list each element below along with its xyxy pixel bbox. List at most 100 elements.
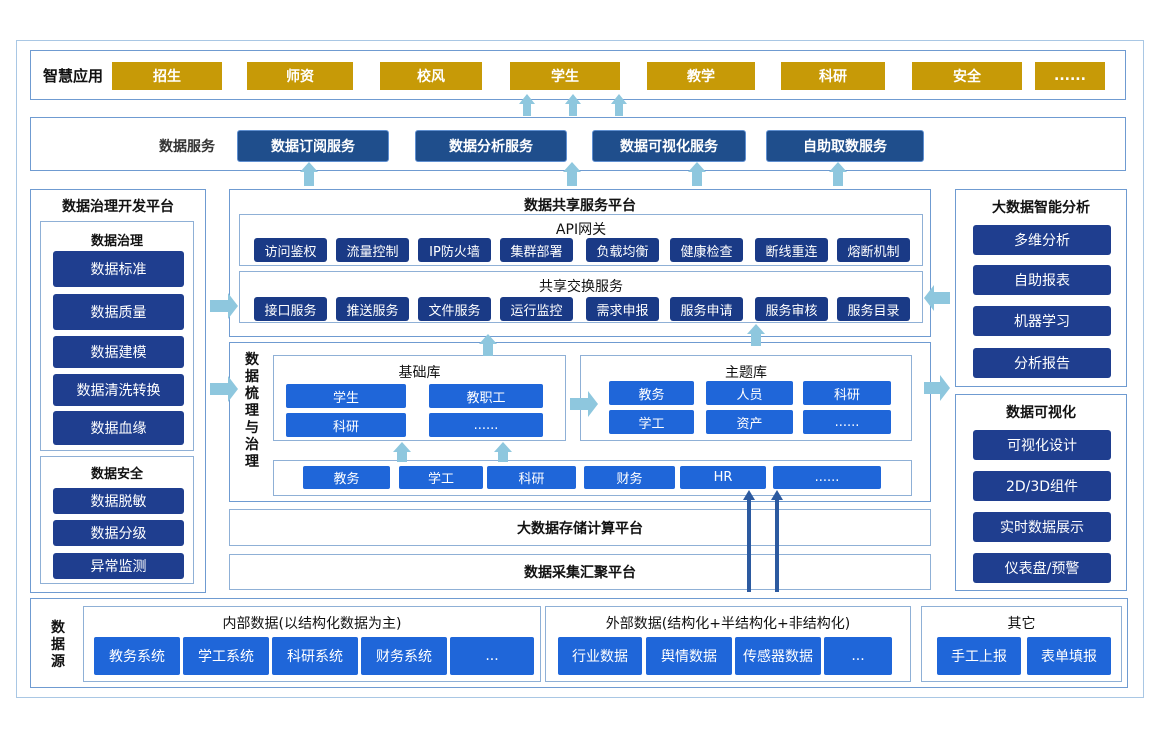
sharing-platform-title: 数据共享服务平台 bbox=[524, 198, 636, 214]
security-title: 数据安全 bbox=[90, 467, 143, 482]
other-data-item[interactable]: 表单填报 bbox=[1027, 637, 1111, 675]
visualization-item[interactable]: 仪表盘/预警 bbox=[973, 553, 1111, 583]
data-services-title: 数据服务 bbox=[159, 139, 215, 155]
smart-app-item[interactable]: ...... bbox=[1035, 62, 1105, 90]
governance-item[interactable]: 数据建模 bbox=[53, 336, 184, 368]
analysis-item[interactable]: 机器学习 bbox=[973, 306, 1111, 336]
data-services-panel: 数据服务 bbox=[30, 117, 1126, 171]
bigdata-analysis-title: 大数据智能分析 bbox=[992, 200, 1090, 216]
visualization-title: 数据可视化 bbox=[1006, 405, 1076, 421]
exchange-item[interactable]: 接口服务 bbox=[254, 297, 327, 321]
governance-item[interactable]: 数据清洗转换 bbox=[53, 374, 184, 406]
internal-data-item[interactable]: 学工系统 bbox=[183, 637, 269, 675]
smart-app-item[interactable]: 科研 bbox=[781, 62, 885, 90]
exchange-item[interactable]: 需求申报 bbox=[586, 297, 659, 321]
collection-platform-bar: 数据采集汇聚平台 bbox=[229, 554, 931, 590]
sorting-title-char: 梳 bbox=[245, 386, 259, 402]
visualization-item[interactable]: 实时数据展示 bbox=[973, 512, 1111, 542]
api-gateway-item[interactable]: 断线重连 bbox=[755, 238, 828, 262]
base-lib-item[interactable]: 学生 bbox=[286, 384, 406, 408]
topic-lib-item[interactable]: 教务 bbox=[609, 381, 694, 405]
governance-title: 数据治理 bbox=[90, 234, 143, 249]
exchange-item[interactable]: 推送服务 bbox=[336, 297, 409, 321]
analysis-item[interactable]: 自助报表 bbox=[973, 265, 1111, 295]
api-gateway-item[interactable]: 熔断机制 bbox=[837, 238, 910, 262]
data-service-item[interactable]: 自助取数服务 bbox=[766, 130, 924, 162]
data-sources-title: 数 据 源 bbox=[48, 620, 68, 671]
topic-lib-item[interactable]: 学工 bbox=[609, 410, 694, 434]
base-lib-item[interactable]: 教职工 bbox=[429, 384, 543, 408]
governance-item[interactable]: 数据血缘 bbox=[53, 411, 184, 445]
other-data-item[interactable]: 手工上报 bbox=[937, 637, 1021, 675]
base-lib-item[interactable]: 科研 bbox=[286, 413, 406, 437]
api-gateway-item[interactable]: 负载均衡 bbox=[586, 238, 659, 262]
sorting-title-char: 治 bbox=[245, 437, 259, 453]
data-service-item[interactable]: 数据分析服务 bbox=[415, 130, 567, 162]
sources-row-item[interactable]: 科研 bbox=[487, 466, 576, 489]
sources-row-item[interactable]: ...... bbox=[773, 466, 881, 489]
topic-lib-item[interactable]: 人员 bbox=[706, 381, 793, 405]
sources-row-item[interactable]: 学工 bbox=[399, 466, 483, 489]
outer-frame bbox=[16, 40, 1144, 698]
exchange-item[interactable]: 运行监控 bbox=[500, 297, 573, 321]
exchange-item[interactable]: 服务审核 bbox=[755, 297, 828, 321]
visualization-item[interactable]: 2D/3D组件 bbox=[973, 471, 1111, 501]
security-item[interactable]: 异常监测 bbox=[53, 553, 184, 579]
exchange-item[interactable]: 服务目录 bbox=[837, 297, 910, 321]
external-data-title: 外部数据(结构化+半结构化+非结构化) bbox=[605, 616, 851, 632]
external-data-item[interactable]: 舆情数据 bbox=[646, 637, 732, 675]
internal-data-item[interactable]: 财务系统 bbox=[361, 637, 447, 675]
topic-lib-item[interactable]: ...... bbox=[803, 410, 891, 434]
api-gateway-title: API网关 bbox=[555, 222, 607, 238]
exchange-item[interactable]: 文件服务 bbox=[418, 297, 491, 321]
external-data-item[interactable]: 传感器数据 bbox=[735, 637, 821, 675]
smart-apps-title: 智慧应用 bbox=[43, 67, 104, 85]
data-sources-title-char: 据 bbox=[51, 637, 65, 653]
internal-data-title: 内部数据(以结构化数据为主) bbox=[222, 616, 402, 632]
base-lib-item[interactable]: ...... bbox=[429, 413, 543, 437]
governance-platform-title: 数据治理开发平台 bbox=[62, 199, 174, 215]
smart-app-item[interactable]: 招生 bbox=[112, 62, 222, 90]
api-gateway-item[interactable]: 流量控制 bbox=[336, 238, 409, 262]
smart-app-item[interactable]: 安全 bbox=[912, 62, 1022, 90]
smart-app-item[interactable]: 学生 bbox=[510, 62, 620, 90]
sorting-title-char: 数 bbox=[245, 352, 259, 368]
api-gateway-item[interactable]: 访问鉴权 bbox=[254, 238, 327, 262]
topic-lib-title: 主题库 bbox=[725, 365, 767, 381]
exchange-item[interactable]: 服务申请 bbox=[670, 297, 743, 321]
governance-item[interactable]: 数据质量 bbox=[53, 294, 184, 330]
internal-data-item[interactable]: 教务系统 bbox=[94, 637, 180, 675]
api-gateway-item[interactable]: IP防火墙 bbox=[418, 238, 491, 262]
security-item[interactable]: 数据分级 bbox=[53, 520, 184, 546]
smart-app-item[interactable]: 师资 bbox=[247, 62, 353, 90]
data-sources-title-char: 源 bbox=[51, 654, 65, 670]
api-gateway-item[interactable]: 集群部署 bbox=[500, 238, 573, 262]
topic-lib-item[interactable]: 科研 bbox=[803, 381, 891, 405]
sorting-title: 数 据 梳 理 与 治 理 bbox=[242, 352, 262, 471]
sorting-title-char: 理 bbox=[245, 454, 259, 470]
external-data-item[interactable]: ... bbox=[824, 637, 892, 675]
governance-item[interactable]: 数据标准 bbox=[53, 251, 184, 287]
topic-lib-item[interactable]: 资产 bbox=[706, 410, 793, 434]
external-data-item[interactable]: 行业数据 bbox=[558, 637, 642, 675]
analysis-item[interactable]: 多维分析 bbox=[973, 225, 1111, 255]
sources-row-item[interactable]: HR bbox=[680, 466, 766, 489]
internal-data-item[interactable]: 科研系统 bbox=[272, 637, 358, 675]
exchange-title: 共享交换服务 bbox=[539, 279, 623, 295]
sources-row-item[interactable]: 教务 bbox=[303, 466, 390, 489]
other-data-title: 其它 bbox=[1007, 616, 1036, 632]
smart-app-item[interactable]: 校风 bbox=[380, 62, 482, 90]
smart-app-item[interactable]: 教学 bbox=[647, 62, 755, 90]
storage-platform-bar: 大数据存储计算平台 bbox=[229, 509, 931, 546]
internal-data-item[interactable]: ... bbox=[450, 637, 534, 675]
data-service-item[interactable]: 数据可视化服务 bbox=[592, 130, 746, 162]
sorting-title-char: 据 bbox=[245, 369, 259, 385]
data-sources-title-char: 数 bbox=[51, 620, 65, 636]
security-item[interactable]: 数据脱敏 bbox=[53, 488, 184, 514]
visualization-item[interactable]: 可视化设计 bbox=[973, 430, 1111, 460]
base-lib-title: 基础库 bbox=[398, 365, 441, 381]
sources-row-item[interactable]: 财务 bbox=[584, 466, 675, 489]
data-service-item[interactable]: 数据订阅服务 bbox=[237, 130, 389, 162]
analysis-item[interactable]: 分析报告 bbox=[973, 348, 1111, 378]
api-gateway-item[interactable]: 健康检查 bbox=[670, 238, 743, 262]
